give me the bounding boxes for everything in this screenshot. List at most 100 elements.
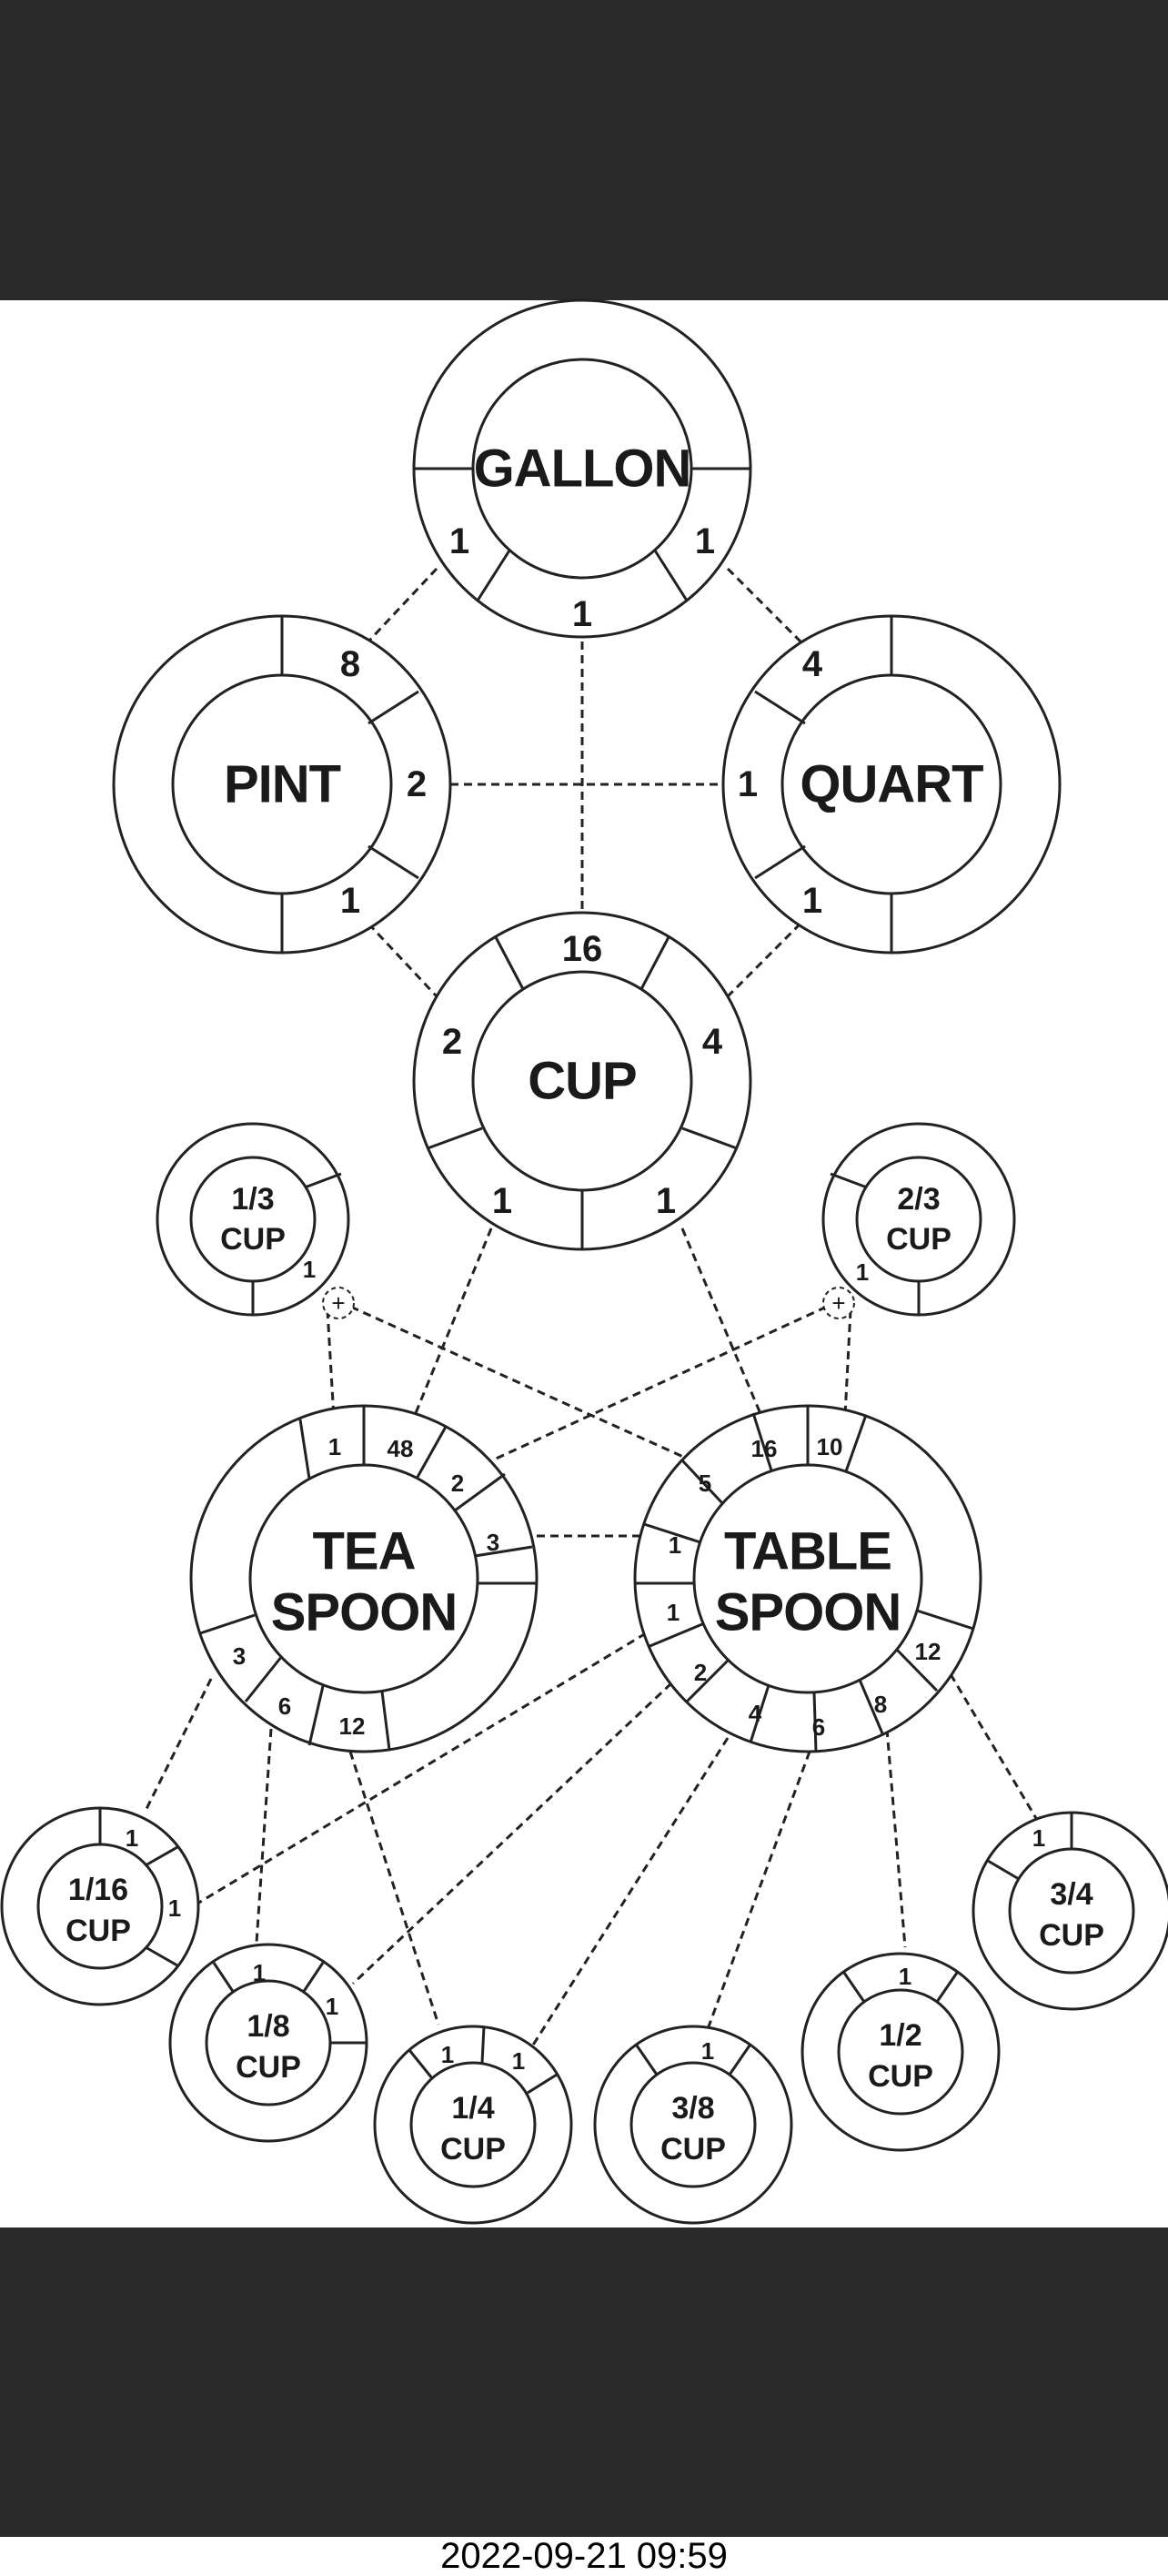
tablespoon-value-16: 16: [751, 1435, 778, 1462]
home-indicator[interactable]: [377, 2540, 791, 2552]
three-eighths-cup-label-2: CUP: [660, 2132, 726, 2167]
link-pint-cup: [367, 922, 438, 998]
quart-value-top: 4: [802, 644, 823, 684]
quart-value-bottom: 1: [802, 881, 822, 921]
link-cup-tablespoon: [680, 1227, 770, 1434]
link-gallon-pint: [367, 567, 438, 643]
half-cup-label-2: CUP: [868, 2059, 933, 2094]
link-tablespoon-sixteenth: [192, 1631, 647, 1908]
third-cup-node: 1/3 CUP 1: [156, 1122, 350, 1317]
top-black-bar: [0, 0, 1168, 300]
link-twothirds-teaspoon: [481, 1299, 840, 1467]
tablespoon-value-12: 12: [915, 1638, 941, 1665]
teaspoon-value-3-left: 3: [233, 1642, 246, 1670]
quart-label: QUART: [800, 755, 983, 814]
quarter-cup-node: 1/4 CUP 1 1: [373, 2025, 573, 2225]
pint-value-right: 2: [407, 764, 427, 804]
tablespoon-node: TABLE SPOON 16 10 5 1 1 2 4 6 8 12: [633, 1404, 982, 1753]
link-quart-cup: [726, 922, 802, 998]
eighth-cup-value-top: 1: [253, 1959, 266, 1986]
three-quarters-cup-label-1: 3/4: [1050, 1877, 1092, 1912]
link-tablespoon-threeeighths: [706, 1751, 811, 2030]
quarter-cup-value-left: 1: [441, 2041, 454, 2068]
half-cup-value: 1: [899, 1963, 911, 1990]
gallon-value-right: 1: [695, 521, 715, 561]
pint-value-top: 8: [340, 644, 360, 684]
link-teaspoon-eighth: [255, 1728, 273, 1944]
link-tablespoon-threequarters: [949, 1673, 1039, 1821]
svg-text:+: +: [331, 1289, 345, 1317]
link-teaspoon-quarter: [348, 1751, 440, 2025]
teaspoon-value-6: 6: [278, 1692, 291, 1720]
two-thirds-cup-node: 2/3 CUP 1: [821, 1122, 1016, 1317]
tablespoon-value-1-upper: 1: [669, 1531, 681, 1559]
bottom-black-bar: [0, 2227, 1168, 2537]
third-cup-label-1: 1/3: [231, 1182, 274, 1217]
gallon-label: GALLON: [474, 439, 691, 499]
third-cup-value: 1: [303, 1256, 316, 1283]
teaspoon-value-2: 2: [451, 1470, 464, 1497]
eighth-cup-node: 1/8 CUP 1 1: [168, 1943, 368, 2143]
gallon-value-left: 1: [449, 521, 469, 561]
two-thirds-cup-value: 1: [856, 1258, 869, 1286]
eighth-cup-label-2: CUP: [236, 2050, 301, 2085]
link-gallon-quart: [726, 567, 802, 643]
tablespoon-value-2: 2: [694, 1659, 707, 1686]
svg-text:+: +: [831, 1289, 845, 1317]
tablespoon-value-6: 6: [812, 1713, 825, 1741]
quart-value-left: 1: [738, 764, 758, 804]
eighth-cup-label-1: 1/8: [247, 2009, 289, 2044]
teaspoon-label-2: SPOON: [271, 1583, 458, 1642]
half-cup-node: 1/2 CUP 1: [800, 1952, 1001, 2152]
cup-node: CUP 16 2 4 1 1: [412, 911, 752, 1251]
three-eighths-cup-value: 1: [701, 2037, 714, 2065]
timestamp-caption: 2022-09-21 09:59: [440, 2536, 728, 2576]
tablespoon-value-5: 5: [699, 1470, 711, 1497]
three-eighths-cup-node: 3/8 CUP 1: [593, 2025, 793, 2225]
plus-marker-right: +: [822, 1287, 855, 1319]
sixteenth-cup-value-top: 1: [126, 1824, 138, 1852]
connector-lines: [144, 567, 1039, 2057]
tablespoon-value-1-lower: 1: [667, 1599, 680, 1626]
pint-value-bottom: 1: [340, 881, 360, 921]
cup-label: CUP: [528, 1052, 636, 1111]
three-quarters-cup-label-2: CUP: [1039, 1918, 1104, 1953]
two-thirds-cup-label-2: CUP: [886, 1222, 952, 1257]
teaspoon-value-12: 12: [339, 1712, 366, 1740]
link-tablespoon-half: [885, 1728, 907, 1948]
two-thirds-cup-label-1: 2/3: [897, 1182, 940, 1217]
teaspoon-value-3-right: 3: [487, 1529, 499, 1556]
cup-value-left: 2: [442, 1022, 462, 1062]
pint-node: PINT 8 2 1: [112, 614, 452, 955]
gallon-node: GALLON 1 1 1: [412, 298, 752, 639]
three-quarters-cup-node: 3/4 CUP 1: [972, 1811, 1168, 2011]
gallon-value-bottom: 1: [572, 594, 592, 634]
pint-label: PINT: [224, 755, 341, 814]
cup-value-bottom-right: 1: [656, 1181, 676, 1221]
link-tablespoon-eighth: [351, 1682, 673, 1985]
teaspoon-value-48: 48: [388, 1435, 414, 1462]
quart-node: QUART 4 1 1: [721, 614, 1062, 955]
measurement-conversion-diagram: + + GALLON 1 1 1 PINT 8 2 1 Q: [0, 298, 1168, 2225]
link-tablespoon-quarter: [524, 1737, 730, 2057]
tablespoon-value-10: 10: [817, 1433, 843, 1460]
cup-value-bottom-left: 1: [492, 1181, 512, 1221]
third-cup-label-2: CUP: [220, 1222, 286, 1257]
tablespoon-value-8: 8: [874, 1691, 887, 1718]
tablespoon-label-1: TABLE: [724, 1522, 891, 1581]
teaspoon-label-1: TEA: [313, 1522, 416, 1581]
quarter-cup-value-right: 1: [512, 2047, 525, 2075]
sixteenth-cup-label-1: 1/16: [68, 1873, 128, 1907]
link-third-tablespoon: [337, 1299, 692, 1462]
teaspoon-value-1: 1: [328, 1433, 341, 1460]
link-cup-teaspoon: [406, 1227, 493, 1434]
sixteenth-cup-label-2: CUP: [65, 1914, 131, 1948]
cup-value-top: 16: [562, 929, 603, 969]
plus-marker-left: +: [322, 1287, 355, 1319]
sixteenth-cup-value-right: 1: [168, 1894, 181, 1922]
sixteenth-cup-node: 1/16 CUP 1 1: [0, 1806, 200, 2006]
half-cup-label-1: 1/2: [879, 2018, 921, 2053]
three-eighths-cup-label-1: 3/8: [671, 2091, 714, 2126]
three-quarters-cup-value: 1: [1032, 1824, 1045, 1852]
tablespoon-value-4: 4: [749, 1700, 762, 1727]
